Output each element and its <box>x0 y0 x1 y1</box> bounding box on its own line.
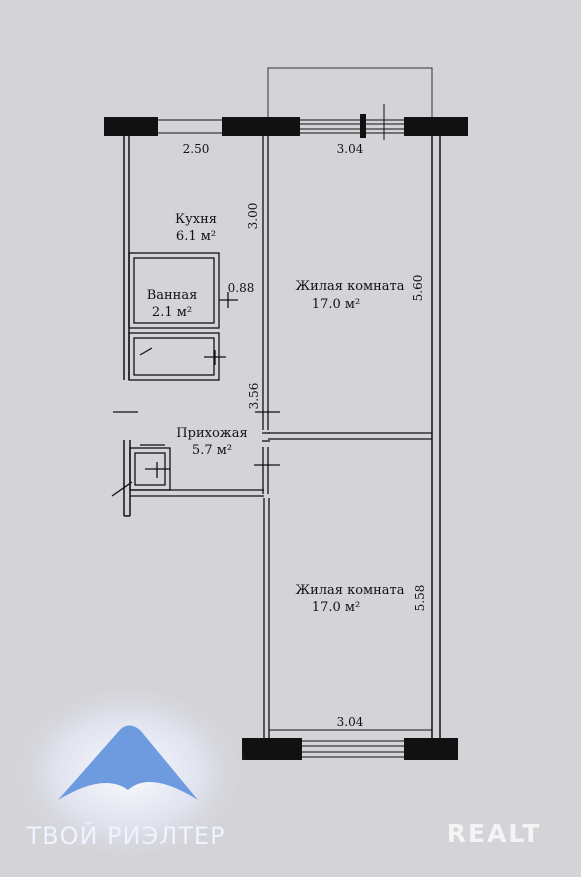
kitchen-name: Кухня <box>175 212 217 227</box>
bottom-wall <box>242 729 458 760</box>
dim-living2-length: 5.58 <box>413 585 427 612</box>
living2-area: 17.0 м² <box>312 600 360 615</box>
door-markers <box>113 411 280 466</box>
living2-name: Жилая комната <box>295 583 404 598</box>
dim-living1-width: 3.04 <box>337 142 364 156</box>
dim-living1-length: 5.60 <box>411 275 425 302</box>
hall-area: 5.7 м² <box>192 443 232 458</box>
top-wall <box>104 104 468 140</box>
bathroom-block <box>128 252 238 381</box>
house-roof-icon <box>58 725 198 800</box>
dim-kitchen-width: 2.50 <box>183 142 210 156</box>
living1-name: Жилая комната <box>295 279 404 294</box>
dim-hall-length: 3.56 <box>247 383 261 410</box>
dim-kitchen-length: 3.00 <box>246 203 260 230</box>
outer-walls <box>123 136 441 740</box>
bath-name: Ванная <box>147 288 198 303</box>
brand-text-right: REALT <box>447 819 542 848</box>
dim-corridor-width: 0.88 <box>228 281 255 295</box>
interior-walls <box>130 136 432 740</box>
hall-closet <box>111 447 171 497</box>
kitchen-area: 6.1 м² <box>176 229 216 244</box>
balcony-outline <box>267 67 433 118</box>
living1-area: 17.0 м² <box>312 297 360 312</box>
brand-logo-left: ТВОЙ РИЭЛТЕР <box>8 682 248 862</box>
brand-text-left: ТВОЙ РИЭЛТЕР <box>25 821 225 850</box>
hall-name: Прихожая <box>176 426 247 441</box>
dim-living2-width: 3.04 <box>337 715 364 729</box>
bath-area: 2.1 м² <box>152 305 192 320</box>
